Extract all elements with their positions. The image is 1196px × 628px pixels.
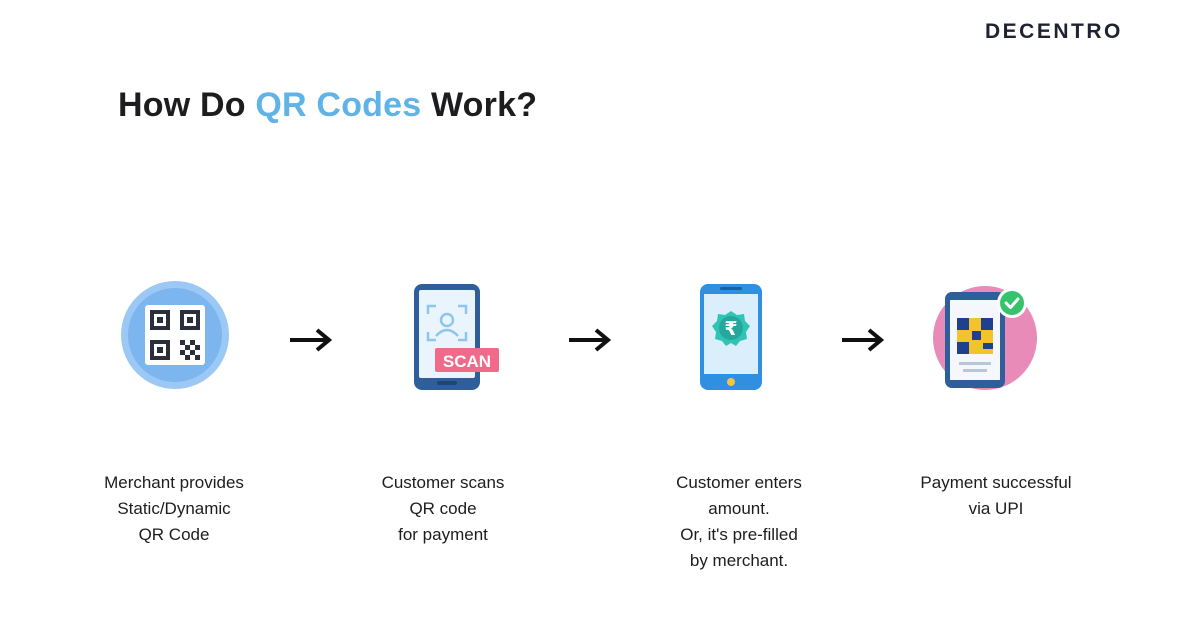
caption-line: Static/Dynamic — [117, 499, 231, 518]
step-caption: Merchant provides Static/Dynamic QR Code — [69, 470, 279, 548]
step-caption: Customer enters amount. Or, it's pre-fil… — [634, 470, 844, 574]
right-arrow-icon — [567, 326, 613, 354]
caption-line: QR code — [409, 499, 477, 518]
right-arrow-icon — [840, 326, 886, 354]
right-arrow-icon — [288, 326, 334, 354]
caption-line: QR Code — [138, 525, 210, 544]
payment-success-icon — [925, 278, 1043, 396]
brand-logo: DECENTRO — [985, 20, 1123, 43]
phone-rupee-icon: ₹ — [680, 278, 790, 396]
step-caption: Customer scans QR code for payment — [338, 470, 548, 548]
qr-code-icon — [118, 278, 236, 396]
title-prefix: How Do — [118, 86, 256, 124]
caption-line: amount. — [708, 499, 770, 518]
rupee-symbol: ₹ — [724, 318, 737, 340]
phone-scan-icon: SCAN — [395, 278, 505, 396]
caption-line: Or, it's pre-filled — [680, 525, 798, 544]
caption-line: Merchant provides — [104, 473, 244, 492]
page-title: How Do QR Codes Work? — [118, 86, 537, 125]
title-highlight: QR Codes — [255, 86, 422, 124]
caption-line: Payment successful — [920, 473, 1072, 492]
title-suffix: Work? — [421, 86, 538, 124]
caption-line: for payment — [398, 525, 488, 544]
caption-line: Customer enters — [676, 473, 802, 492]
caption-line: via UPI — [968, 499, 1024, 518]
scan-badge: SCAN — [443, 352, 491, 371]
step-caption: Payment successful via UPI — [891, 470, 1101, 522]
caption-line: by merchant. — [689, 551, 789, 570]
caption-line: Customer scans — [381, 473, 505, 492]
